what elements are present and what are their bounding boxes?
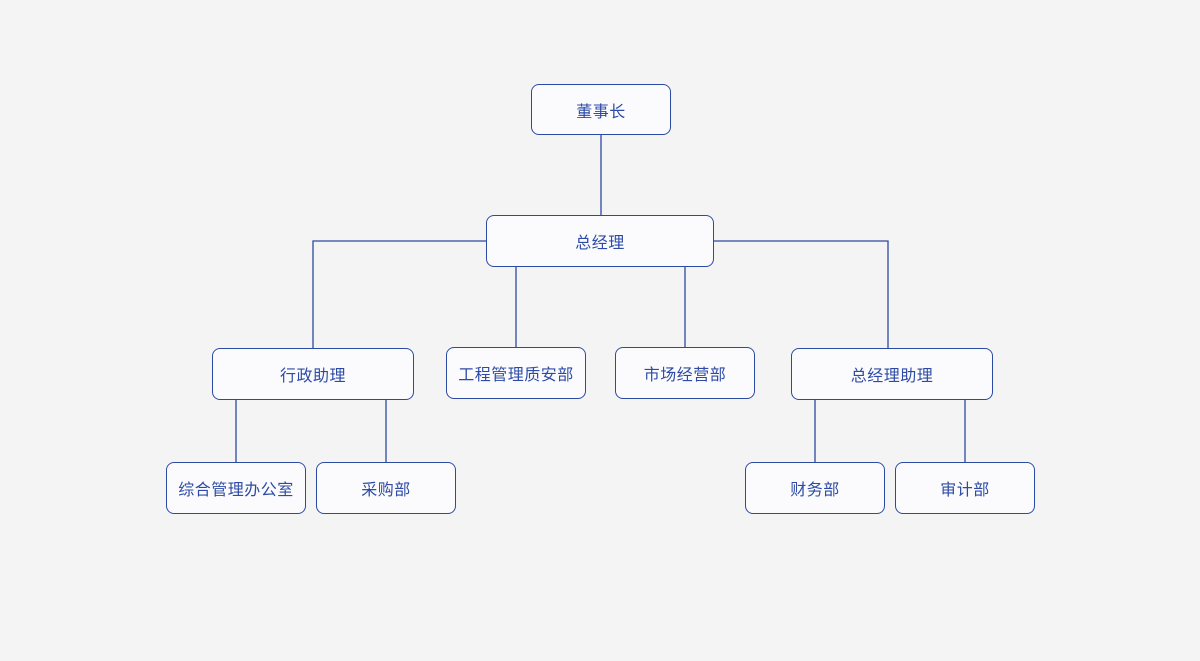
node-chairman-label: 董事长: [576, 103, 626, 121]
node-general-management-office[interactable]: 综合管理办公室: [166, 462, 306, 514]
node-engineering-quality-safety-label: 工程管理质安部: [458, 367, 574, 384]
edge-gm-gm-assistant: [714, 240, 889, 348]
node-general-manager-label: 总经理: [575, 235, 625, 252]
node-marketing-operations[interactable]: 市场经营部: [615, 347, 755, 399]
node-general-manager[interactable]: 总经理: [486, 215, 714, 267]
node-procurement[interactable]: 采购部: [316, 462, 456, 514]
node-gm-assistant[interactable]: 总经理助理: [791, 348, 993, 400]
node-engineering-quality-safety[interactable]: 工程管理质安部: [446, 347, 586, 399]
node-general-management-office-label: 综合管理办公室: [178, 482, 294, 499]
node-gm-assistant-label: 总经理助理: [850, 368, 934, 385]
node-admin-assistant[interactable]: 行政助理: [212, 348, 414, 400]
node-finance-label: 财务部: [790, 482, 840, 499]
node-admin-assistant-label: 行政助理: [279, 368, 346, 385]
node-finance[interactable]: 财务部: [745, 462, 885, 514]
node-procurement-label: 采购部: [361, 482, 411, 499]
edge-gm-admin-assistant: [312, 240, 486, 348]
node-marketing-operations-label: 市场经营部: [643, 367, 727, 384]
node-chairman[interactable]: 董事长: [531, 84, 671, 135]
node-audit-label: 审计部: [940, 482, 990, 499]
node-audit[interactable]: 审计部: [895, 462, 1035, 514]
